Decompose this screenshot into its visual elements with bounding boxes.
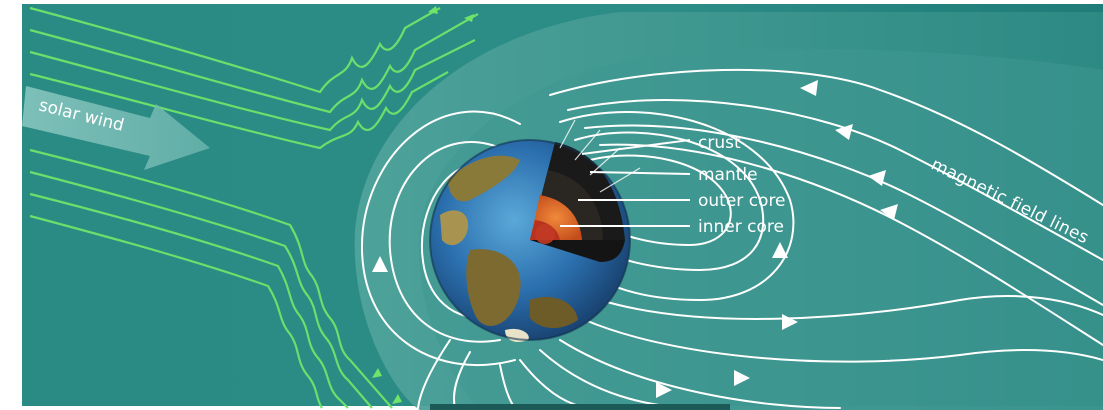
field-line-arrowheads bbox=[372, 80, 898, 398]
left-border bbox=[0, 0, 22, 410]
solar-wind-arrowheads-upper bbox=[428, 6, 474, 22]
bottom-strip bbox=[430, 404, 730, 410]
field-lines bbox=[360, 68, 1103, 409]
solar-wind-lines-upper bbox=[29, 6, 479, 150]
solar-wind-lines-lower bbox=[29, 148, 393, 409]
solar-wind-arrowheads-lower bbox=[372, 368, 402, 404]
inner-core-label: inner core bbox=[698, 217, 784, 237]
outer-core-label: outer core bbox=[698, 191, 786, 211]
leader-lines bbox=[560, 139, 691, 227]
crust-label: crust bbox=[698, 133, 741, 153]
solar-wind-arrow bbox=[22, 86, 210, 170]
mantle-label: mantle bbox=[698, 165, 758, 185]
earth-globe bbox=[429, 139, 631, 342]
